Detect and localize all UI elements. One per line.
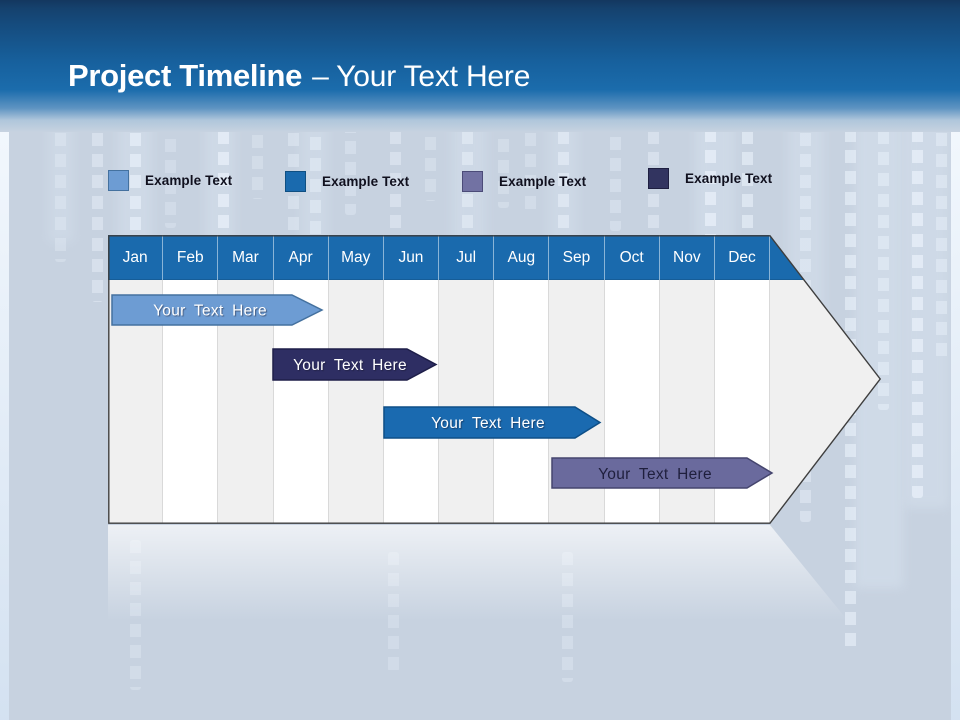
slide-title[interactable]: Project Timeline – Your Text Here: [68, 58, 530, 94]
background-dash-column: [878, 110, 889, 410]
title-band: Project Timeline – Your Text Here: [0, 0, 960, 132]
slide-left-edge-highlight: [0, 110, 9, 720]
timeline-reflection: [108, 525, 848, 621]
legend-item-3[interactable]: Example Text: [462, 171, 586, 192]
background-dash-column: [252, 114, 263, 199]
legend-swatch-medium-blue[interactable]: [285, 171, 306, 192]
legend-label[interactable]: Example Text: [685, 171, 773, 186]
background-dash-column: [390, 110, 401, 250]
background-dash-column: [462, 110, 473, 275]
background-dash-column: [912, 108, 923, 498]
background-dash-column: [310, 116, 321, 276]
bar-label-1[interactable]: Your Text Here: [153, 303, 267, 320]
timeline-bar-2[interactable]: Your Text Here: [272, 348, 438, 381]
background-dash-column: [345, 120, 356, 215]
timeline-bar-3[interactable]: Your Text Here: [383, 406, 602, 439]
background-dash-column: [165, 118, 176, 228]
background-dash-column: [218, 110, 229, 260]
background-dash-column: [425, 116, 436, 201]
slide-title-bold[interactable]: Project Timeline: [68, 58, 303, 93]
timeline-bar-1[interactable]: Your Text Here: [111, 294, 324, 326]
timeline-bar-4[interactable]: Your Text Here: [551, 457, 774, 489]
background-dash-column: [130, 112, 141, 337]
legend-label[interactable]: Example Text: [322, 174, 410, 189]
legend-label[interactable]: Example Text: [499, 174, 587, 189]
legend-swatch-dark-navy[interactable]: [648, 168, 669, 189]
slide-right-edge-highlight: [951, 110, 960, 720]
legend-item-2[interactable]: Example Text: [285, 171, 409, 192]
background-dash-column: [498, 118, 509, 208]
background-dash-column: [525, 112, 536, 212]
legend-swatch-light-blue[interactable]: [108, 170, 129, 191]
bar-label-4[interactable]: Your Text Here: [598, 466, 712, 483]
background-dash-column: [610, 116, 621, 231]
slide-title-placeholder[interactable]: – Your Text Here: [312, 60, 531, 93]
legend-item-4[interactable]: Example Text: [648, 168, 772, 189]
legend-label[interactable]: Example Text: [145, 173, 233, 188]
background-dash-column: [705, 108, 716, 318]
legend-swatch-slate-purple[interactable]: [462, 171, 483, 192]
bar-label-2[interactable]: Your Text Here: [293, 357, 407, 374]
background-dash-column: [558, 110, 569, 305]
legend-item-1[interactable]: Example Text: [108, 170, 232, 191]
background-dash-column: [55, 112, 66, 262]
bar-label-3[interactable]: Your Text Here: [431, 415, 545, 432]
background-dash-column: [936, 112, 947, 362]
background-dash-column: [92, 112, 103, 302]
background-soft-block: [48, 112, 74, 242]
